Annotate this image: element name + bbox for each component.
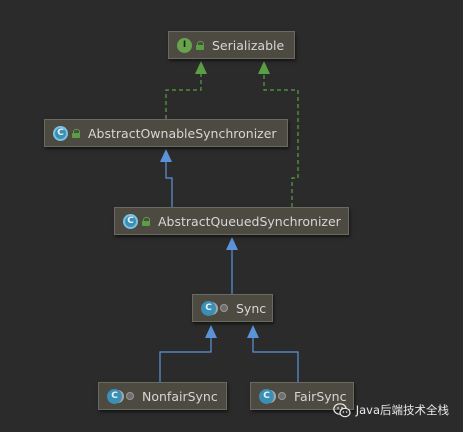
package-private-visibility-icon (126, 392, 134, 400)
watermark: Java后端技术全栈 (332, 402, 449, 418)
package-private-visibility-icon (220, 304, 228, 312)
node-label: NonfairSync (142, 388, 218, 404)
node-abstract-queued-synchronizer[interactable]: C AbstractQueuedSynchronizer (114, 207, 349, 235)
node-label: Sync (236, 300, 267, 316)
watermark-text: Java后端技术全栈 (355, 403, 449, 417)
abstract-class-icon: C (53, 125, 68, 141)
edge-aqs-implements-serializable (263, 74, 299, 207)
node-label: AbstractQueuedSynchronizer (158, 213, 341, 229)
edge-aqs-extends-aos (165, 162, 173, 207)
abstract-class-icon: C (123, 213, 138, 229)
edge-fair-extends-sync (252, 338, 299, 382)
arrowhead-implements-1 (195, 61, 207, 74)
static-class-icon: C (107, 388, 122, 404)
node-label: Serializable (212, 37, 285, 53)
node-fair-sync[interactable]: C FairSync (250, 382, 354, 410)
node-serializable[interactable]: I Serializable (168, 31, 295, 59)
node-label: AbstractOwnableSynchronizer (88, 125, 277, 141)
edge-aos-implements-serializable (165, 74, 202, 119)
interface-icon: I (177, 37, 192, 53)
edge-nonfair-extends-sync (159, 338, 212, 382)
public-visibility-icon (196, 40, 204, 50)
arrowhead-extends-aqs (226, 237, 238, 250)
node-sync[interactable]: C Sync (192, 294, 273, 322)
node-abstract-ownable-synchronizer[interactable]: C AbstractOwnableSynchronizer (44, 119, 288, 147)
arrowhead-extends-sync-1 (205, 325, 217, 338)
package-private-visibility-icon (278, 392, 286, 400)
wechat-icon (332, 402, 351, 417)
arrowhead-extends-aos (160, 149, 172, 162)
public-visibility-icon (142, 216, 150, 226)
public-visibility-icon (72, 128, 80, 138)
node-label: FairSync (294, 388, 347, 404)
static-abstract-class-icon: C (201, 300, 216, 316)
static-class-icon: C (259, 388, 274, 404)
node-nonfair-sync[interactable]: C NonfairSync (98, 382, 227, 410)
arrowhead-extends-sync-2 (247, 325, 259, 338)
arrowhead-implements-2 (258, 61, 270, 74)
